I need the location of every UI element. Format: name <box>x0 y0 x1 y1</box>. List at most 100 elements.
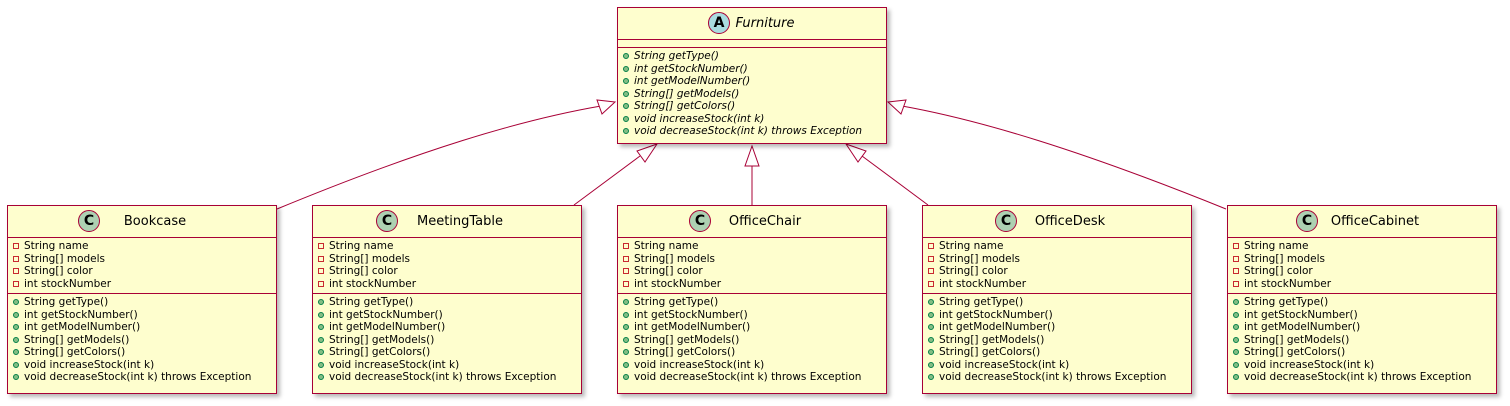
public-visibility-icon <box>623 299 629 306</box>
private-visibility-icon <box>623 255 629 262</box>
field-row: int stockNumber <box>618 278 886 291</box>
private-visibility-icon <box>928 255 934 262</box>
method-row: String[] getColors() <box>618 346 886 359</box>
field-row: String[] models <box>618 253 886 266</box>
class-name: Bookcase <box>123 214 187 229</box>
public-visibility-icon <box>928 324 934 331</box>
field-row: String name <box>923 240 1191 253</box>
method-row: String getType() <box>313 296 581 309</box>
private-visibility-icon <box>318 243 324 250</box>
method-row: int getModelNumber() <box>8 321 276 334</box>
field-row: String[] models <box>313 253 581 266</box>
class-name: OfficeChair <box>728 214 802 229</box>
public-visibility-icon <box>13 324 19 331</box>
method-row: String[] getModels() <box>618 334 886 347</box>
field-row: String[] models <box>923 253 1191 266</box>
fields-compartment <box>618 40 886 48</box>
public-visibility-icon <box>13 299 19 306</box>
method-row: int getStockNumber() <box>923 309 1191 322</box>
private-visibility-icon <box>1233 243 1239 250</box>
class-furniture[interactable]: A Furniture String getType() int getStoc… <box>617 7 887 144</box>
public-visibility-icon <box>13 336 19 343</box>
public-visibility-icon <box>623 361 629 368</box>
method-row: String[] getModels() <box>8 334 276 347</box>
generalization-arrowhead <box>744 144 760 167</box>
method-row: String[] getModels() <box>618 88 886 101</box>
methods-compartment: String getType()int getStockNumber()int … <box>618 294 886 387</box>
method-row: String getType() <box>923 296 1191 309</box>
public-visibility-icon <box>623 311 629 318</box>
public-visibility-icon <box>928 336 934 343</box>
public-visibility-icon <box>318 324 324 331</box>
public-visibility-icon <box>13 361 19 368</box>
public-visibility-icon <box>13 349 19 356</box>
method-row: String getType() <box>618 296 886 309</box>
class-name: OfficeDesk <box>1034 214 1106 229</box>
method-row: String getType() <box>8 296 276 309</box>
private-visibility-icon <box>623 280 629 287</box>
public-visibility-icon <box>623 374 629 381</box>
class-header: C OfficeChair <box>618 206 886 238</box>
method-row: int getModelNumber() <box>618 75 886 88</box>
private-visibility-icon <box>928 243 934 250</box>
private-visibility-icon <box>1233 280 1239 287</box>
private-visibility-icon <box>13 255 19 262</box>
method-row: void increaseStock(int k) <box>618 113 886 126</box>
class-name: MeetingTable <box>416 214 504 229</box>
private-visibility-icon <box>318 280 324 287</box>
public-visibility-icon <box>623 115 629 122</box>
field-row: String[] models <box>1228 253 1496 266</box>
field-row: String[] color <box>313 265 581 278</box>
field-row: int stockNumber <box>313 278 581 291</box>
edge-bookcase-to-furniture <box>276 105 602 210</box>
generalization-arrowhead <box>636 143 659 163</box>
private-visibility-icon <box>318 255 324 262</box>
class-icon: C <box>1296 210 1318 232</box>
method-row: String getType() <box>618 50 886 63</box>
private-visibility-icon <box>1233 268 1239 275</box>
method-row: void increaseStock(int k) <box>313 359 581 372</box>
public-visibility-icon <box>1233 311 1239 318</box>
public-visibility-icon <box>928 299 934 306</box>
method-row: void decreaseStock(int k) throws Excepti… <box>8 371 276 384</box>
private-visibility-icon <box>13 243 19 250</box>
class-header: C MeetingTable <box>313 206 581 238</box>
field-row: String[] color <box>923 265 1191 278</box>
private-visibility-icon <box>623 268 629 275</box>
public-visibility-icon <box>928 361 934 368</box>
field-row: int stockNumber <box>1228 278 1496 291</box>
class-icon: C <box>376 210 398 232</box>
public-visibility-icon <box>13 374 19 381</box>
private-visibility-icon <box>928 280 934 287</box>
method-row: int getModelNumber() <box>313 321 581 334</box>
private-visibility-icon <box>13 280 19 287</box>
method-row: void increaseStock(int k) <box>8 359 276 372</box>
public-visibility-icon <box>623 128 629 135</box>
field-row: String name <box>313 240 581 253</box>
public-visibility-icon <box>928 374 934 381</box>
field-row: String name <box>618 240 886 253</box>
public-visibility-icon <box>318 374 324 381</box>
method-row: String[] getColors() <box>8 346 276 359</box>
public-visibility-icon <box>1233 349 1239 356</box>
abstract-class-icon: A <box>708 12 730 34</box>
method-row: int getStockNumber() <box>618 309 886 322</box>
private-visibility-icon <box>13 268 19 275</box>
public-visibility-icon <box>318 349 324 356</box>
method-row: int getStockNumber() <box>8 309 276 322</box>
class-header: C OfficeDesk <box>923 206 1191 238</box>
method-row: void increaseStock(int k) <box>1228 359 1496 372</box>
generalization-arrowhead <box>844 143 867 163</box>
method-row: void decreaseStock(int k) throws Excepti… <box>923 371 1191 384</box>
edge-meetingtable-to-furniture <box>573 155 641 206</box>
public-visibility-icon <box>1233 336 1239 343</box>
